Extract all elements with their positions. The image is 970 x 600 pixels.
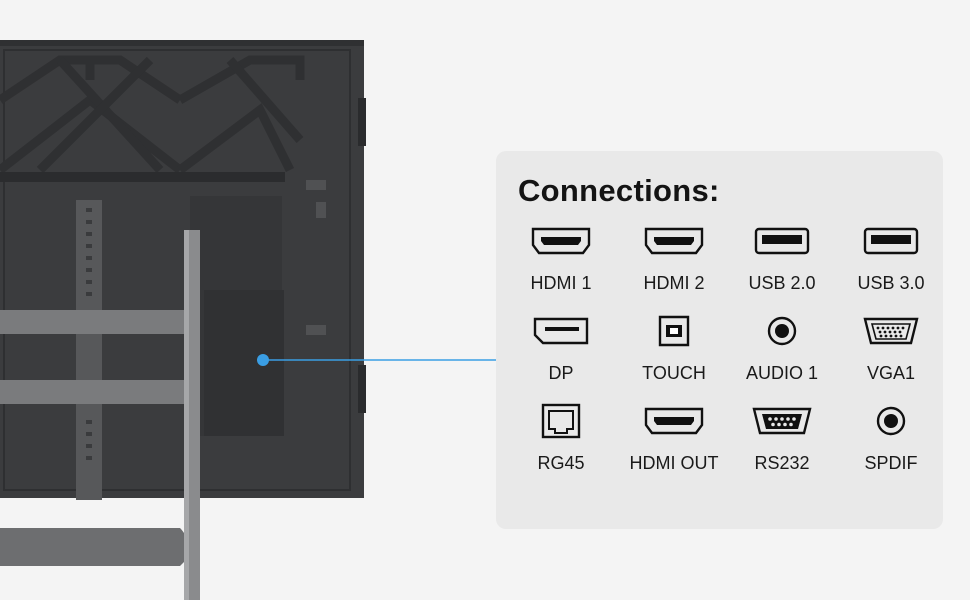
- port-label: HDMI OUT: [629, 453, 719, 473]
- stand-base-bar: [0, 528, 188, 566]
- port-label: RG45: [537, 453, 585, 473]
- usb-a-port-icon: [754, 227, 810, 255]
- mount-bar-lower: [0, 380, 186, 404]
- port-label: TOUCH: [642, 363, 706, 383]
- callout-dot: [257, 354, 269, 366]
- port-label: SPDIF: [864, 453, 918, 473]
- port-label: USB 3.0: [857, 273, 925, 293]
- display-handle-bottom: [358, 365, 366, 413]
- port-label: AUDIO 1: [745, 363, 819, 383]
- panel-title: Connections:: [518, 173, 720, 208]
- serial-port-icon: [752, 407, 812, 435]
- port-rg45: RG45: [506, 403, 616, 483]
- displayport-icon: [533, 317, 589, 345]
- connections-panel: Connections: HDMI 1 HDMI 2 USB 2.0 USB 3…: [496, 151, 943, 529]
- port-label: HDMI 2: [643, 273, 705, 293]
- usb-a-port-icon: [863, 227, 919, 255]
- port-touch: TOUCH: [619, 313, 729, 393]
- port-usb-2: USB 2.0: [727, 223, 837, 303]
- port-hdmi-2: HDMI 2: [619, 223, 729, 303]
- port-spdif: SPDIF: [836, 403, 946, 483]
- port-label: DP: [548, 363, 574, 383]
- port-usb-3: USB 3.0: [836, 223, 946, 303]
- port-rs232: RS232: [727, 403, 837, 483]
- port-hdmi-out: HDMI OUT: [619, 403, 729, 483]
- vga-port-icon: [863, 317, 919, 345]
- port-label: RS232: [754, 453, 810, 473]
- display-body: [0, 40, 364, 498]
- hdmi-port-icon: [531, 227, 591, 255]
- rear-x-brace: [0, 55, 305, 174]
- mount-bar-upper: [0, 310, 186, 334]
- port-dp: DP: [506, 313, 616, 393]
- display-handle-top: [358, 98, 366, 146]
- ports-grid: HDMI 1 HDMI 2 USB 2.0 USB 3.0 DP TOUCH A…: [506, 223, 936, 523]
- hdmi-port-icon: [644, 227, 704, 255]
- port-hdmi-1: HDMI 1: [506, 223, 616, 303]
- port-label: HDMI 1: [530, 273, 592, 293]
- hdmi-port-icon: [644, 407, 704, 435]
- rj45-port-icon: [541, 403, 581, 439]
- port-label: USB 2.0: [748, 273, 816, 293]
- port-label: VGA1: [866, 363, 916, 383]
- audio-jack-icon: [767, 316, 797, 346]
- port-audio-1: AUDIO 1: [727, 313, 837, 393]
- vesa-rail: [76, 200, 102, 500]
- optical-jack-icon: [876, 406, 906, 436]
- usb-b-port-icon: [658, 315, 690, 347]
- port-vga-1: VGA1: [836, 313, 946, 393]
